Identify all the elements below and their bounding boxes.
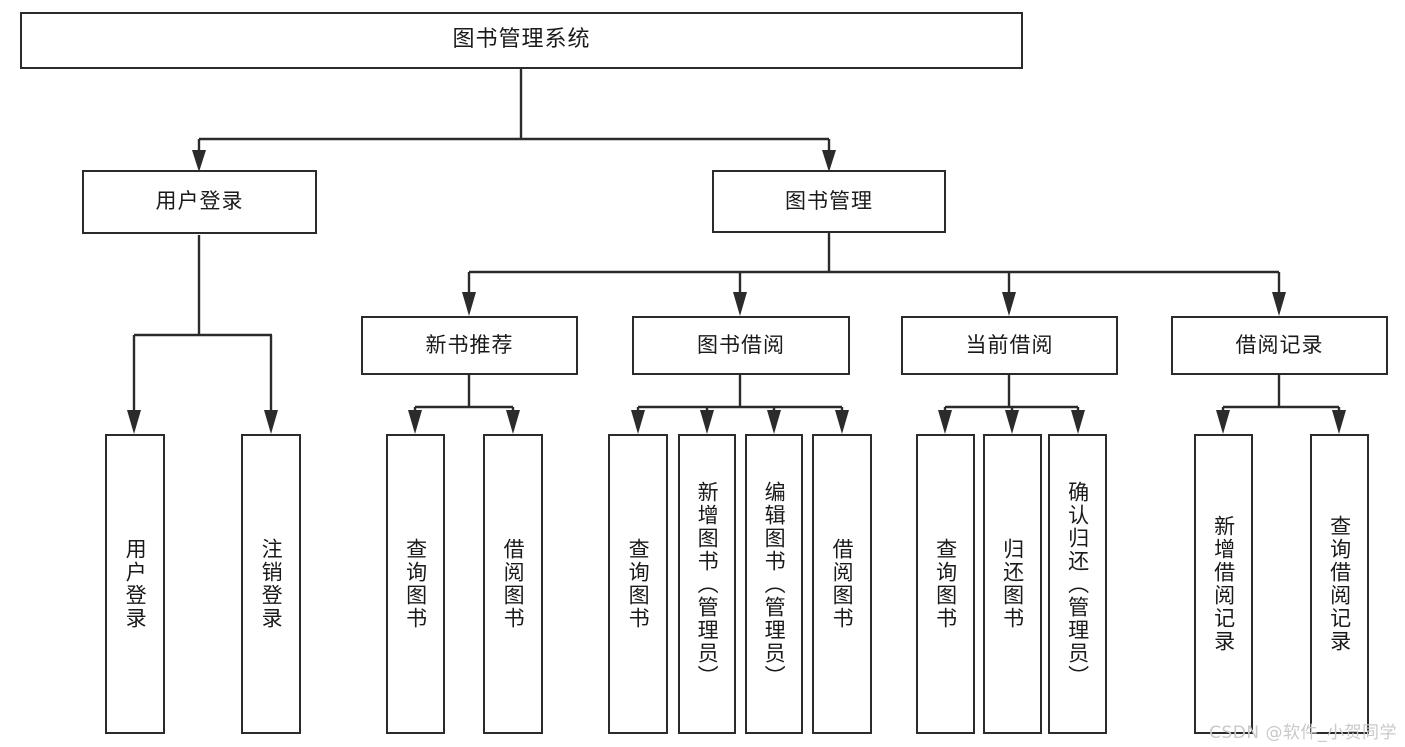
arrowhead-records [1272, 292, 1286, 316]
arrowhead-cu-1 [938, 410, 952, 434]
leaf-records-add-record-label: 新增借阅记录 [1211, 515, 1236, 653]
leaf-current-query-book[interactable]: 查询图书 [916, 434, 975, 734]
arrowhead-cu-3 [1071, 410, 1085, 434]
node-borrow-records[interactable]: 借阅记录 [1171, 316, 1388, 375]
leaf-borrow-borrow-book[interactable]: 借阅图书 [812, 434, 872, 734]
arrowhead-book-mgmt [822, 150, 836, 172]
node-book-borrow[interactable]: 图书借阅 [632, 316, 850, 375]
arrowhead-re-2 [1332, 410, 1346, 434]
node-root-system[interactable]: 图书管理系统 [20, 12, 1023, 69]
leaf-borrow-query-book[interactable]: 查询图书 [608, 434, 668, 734]
arrowhead-bo-2 [700, 410, 714, 434]
leaf-records-add-record[interactable]: 新增借阅记录 [1194, 434, 1253, 734]
arrowhead-leaf-2 [264, 410, 278, 434]
arrowhead-nb-1 [408, 410, 422, 434]
leaf-borrow-borrow-book-label: 借阅图书 [830, 538, 855, 630]
node-book-management[interactable]: 图书管理 [712, 170, 946, 233]
leaf-current-confirm-return-admin[interactable]: 确认归还（管理员） [1048, 434, 1107, 734]
leaf-borrow-edit-book-admin[interactable]: 编辑图书（管理员） [745, 434, 803, 734]
leaf-user-login[interactable]: 用户登录 [105, 434, 165, 734]
arrowhead-user-login [192, 150, 206, 172]
node-book-borrow-label: 图书借阅 [697, 332, 785, 357]
arrowhead-leaf-1 [127, 410, 141, 434]
csdn-watermark: CSDN @软件_小贺同学 [1209, 723, 1397, 743]
arrowhead-borrow [733, 292, 747, 316]
leaf-borrow-add-book-admin[interactable]: 新增图书（管理员） [678, 434, 736, 734]
leaf-current-query-book-label: 查询图书 [933, 538, 958, 630]
leaf-borrow-edit-book-admin-label: 编辑图书（管理员） [762, 480, 787, 688]
leaf-newbook-borrow-book-label: 借阅图书 [501, 538, 526, 630]
leaf-logout[interactable]: 注销登录 [241, 434, 301, 734]
node-root-system-label: 图书管理系统 [452, 27, 591, 53]
leaf-logout-label: 注销登录 [259, 538, 284, 630]
leaf-current-confirm-return-admin-label: 确认归还（管理员） [1065, 480, 1090, 688]
node-new-book-recommend-label: 新书推荐 [425, 332, 514, 357]
arrowhead-bo-1 [631, 410, 645, 434]
arrowhead-cu-2 [1005, 410, 1019, 434]
node-borrow-records-label: 借阅记录 [1235, 332, 1324, 357]
arrowhead-current [1002, 292, 1016, 316]
arrowhead-newbook [462, 292, 476, 316]
arrowhead-nb-2 [506, 410, 520, 434]
arrowhead-bo-3 [767, 410, 781, 434]
leaf-current-return-book-label: 归还图书 [1000, 538, 1025, 630]
leaf-records-query-record[interactable]: 查询借阅记录 [1310, 434, 1369, 734]
arrowhead-re-1 [1216, 410, 1230, 434]
arrowhead-bo-4 [835, 410, 849, 434]
leaf-current-return-book[interactable]: 归还图书 [983, 434, 1042, 734]
leaf-newbook-query-book-label: 查询图书 [403, 538, 428, 630]
leaf-newbook-borrow-book[interactable]: 借阅图书 [483, 434, 543, 734]
node-book-management-label: 图书管理 [785, 188, 873, 213]
leaf-borrow-add-book-admin-label: 新增图书（管理员） [695, 480, 720, 688]
leaf-borrow-query-book-label: 查询图书 [626, 538, 651, 630]
node-new-book-recommend[interactable]: 新书推荐 [361, 316, 578, 375]
node-user-login[interactable]: 用户登录 [82, 170, 317, 234]
leaf-newbook-query-book[interactable]: 查询图书 [386, 434, 445, 734]
node-current-borrow[interactable]: 当前借阅 [901, 316, 1118, 375]
leaf-user-login-label: 用户登录 [123, 538, 148, 630]
node-current-borrow-label: 当前借阅 [965, 332, 1054, 357]
node-user-login-label: 用户登录 [155, 189, 244, 214]
leaf-records-query-record-label: 查询借阅记录 [1327, 515, 1352, 653]
